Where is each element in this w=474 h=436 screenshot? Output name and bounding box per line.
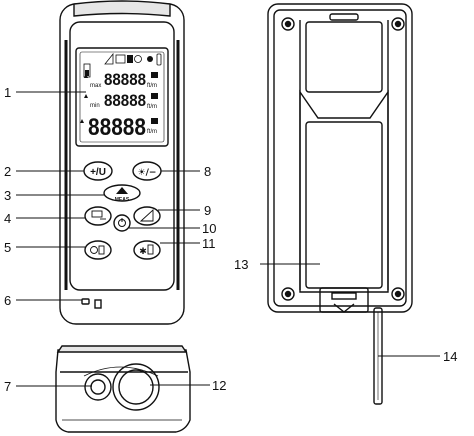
clear-icon: ✱ [139,247,147,257]
callout-7: 7 [4,379,11,394]
reference-icon [91,210,103,218]
keypad [83,161,162,260]
hinge-slot [331,292,357,300]
lcd-screen [75,47,169,147]
keypad-glyphs: +/U ☀/− MEAS ✱ [90,167,156,257]
timer-icon [90,246,98,254]
screw-top-left [281,17,295,31]
timer-memory-button[interactable] [84,240,112,260]
lcd-row3: 88888 [88,114,146,141]
screw-top-right-head [394,20,402,28]
lcd-pythagoras-icon [147,56,153,62]
meas-label: MEAS [115,197,130,203]
battery-cover-panel [305,121,383,289]
lcd-signal-icon [156,53,162,66]
callout-2: 2 [4,164,11,179]
front-face [69,21,175,291]
receiving-lens-inner [118,369,154,405]
battery-cover [299,89,389,293]
callout-6: 6 [4,293,11,308]
lcd-unit-row3: ft/m [147,129,157,135]
lcd-ref-icon-3 [151,118,158,124]
plus-unit-label: +/U [90,167,106,178]
history-icon [147,244,154,255]
screw-top-right [391,17,405,31]
screw-bottom-right [391,287,405,301]
callout-4: 4 [4,211,11,226]
callout-1: 1 [4,85,11,100]
callout-labels: 1 2 3 4 5 6 7 8 9 10 11 12 13 14 [4,85,457,394]
lcd-row2: 88888 [104,91,146,110]
lcd-max-label: max [90,83,101,89]
callout-13: 13 [234,257,248,272]
lcd-battery-fill [85,70,89,76]
lcd-area-icon [115,54,126,64]
rear-inner-frame [273,9,407,307]
memory-icon [98,245,105,255]
leader-lines [16,91,440,387]
lcd-min-label: min [90,103,100,109]
lcd-inner [79,51,165,143]
reference-button[interactable] [84,206,112,226]
lcd-triangle-icon [104,52,114,65]
lcd-ref-icon-1 [151,72,158,78]
front-top-cap [73,0,171,17]
callout-9: 9 [204,203,211,218]
screw-top-left-head [284,20,292,28]
lcd-unit-row2: ft/m [147,104,157,110]
light-minus-label: ☀/− [138,168,157,178]
lcd-ref-icon-2 [151,93,158,99]
end-view [55,345,191,433]
rear-top-window [305,21,383,93]
lcd-timer-icon [134,55,142,63]
lcd-unit-row1: ft/m [147,83,157,89]
lcd-content: 88888 88888 88888 max min ft/m ft/m ft/m [80,52,162,141]
callout-12: 12 [212,378,226,393]
function-icon [139,208,154,222]
lcd-arrow-2 [84,94,88,98]
lcd-arrow-1 [84,74,88,78]
callout-14: 14 [443,349,457,364]
meas-triangle-icon [116,187,128,194]
callout-8: 8 [204,164,211,179]
hinge-notch [333,303,355,313]
callout-3: 3 [4,188,11,203]
screw-bottom-right-head [394,290,402,298]
callout-10: 10 [202,221,216,236]
end-view-top-edge [56,345,188,353]
end-piece-switch [81,298,90,305]
receiving-lens [112,363,160,411]
callout-5: 5 [4,240,11,255]
rear-top-clip [329,13,359,21]
lcd-row1: 88888 [104,70,146,89]
lcd-volume-icon [127,55,133,63]
end-piece-slot [94,299,102,309]
laser-emitter [84,373,112,401]
callout-11: 11 [202,236,216,251]
screw-bottom-left-head [284,290,292,298]
clear-history-button[interactable] [133,240,161,260]
lcd-arrow-3 [80,119,84,123]
laser-emitter-inner [90,379,106,395]
power-button[interactable] [113,214,131,232]
screw-bottom-left [281,287,295,301]
lens-housing-ridge [83,366,159,377]
rear-housing [267,3,413,313]
front-view [59,0,185,325]
rear-view [267,3,413,405]
end-view-housing [55,349,191,433]
